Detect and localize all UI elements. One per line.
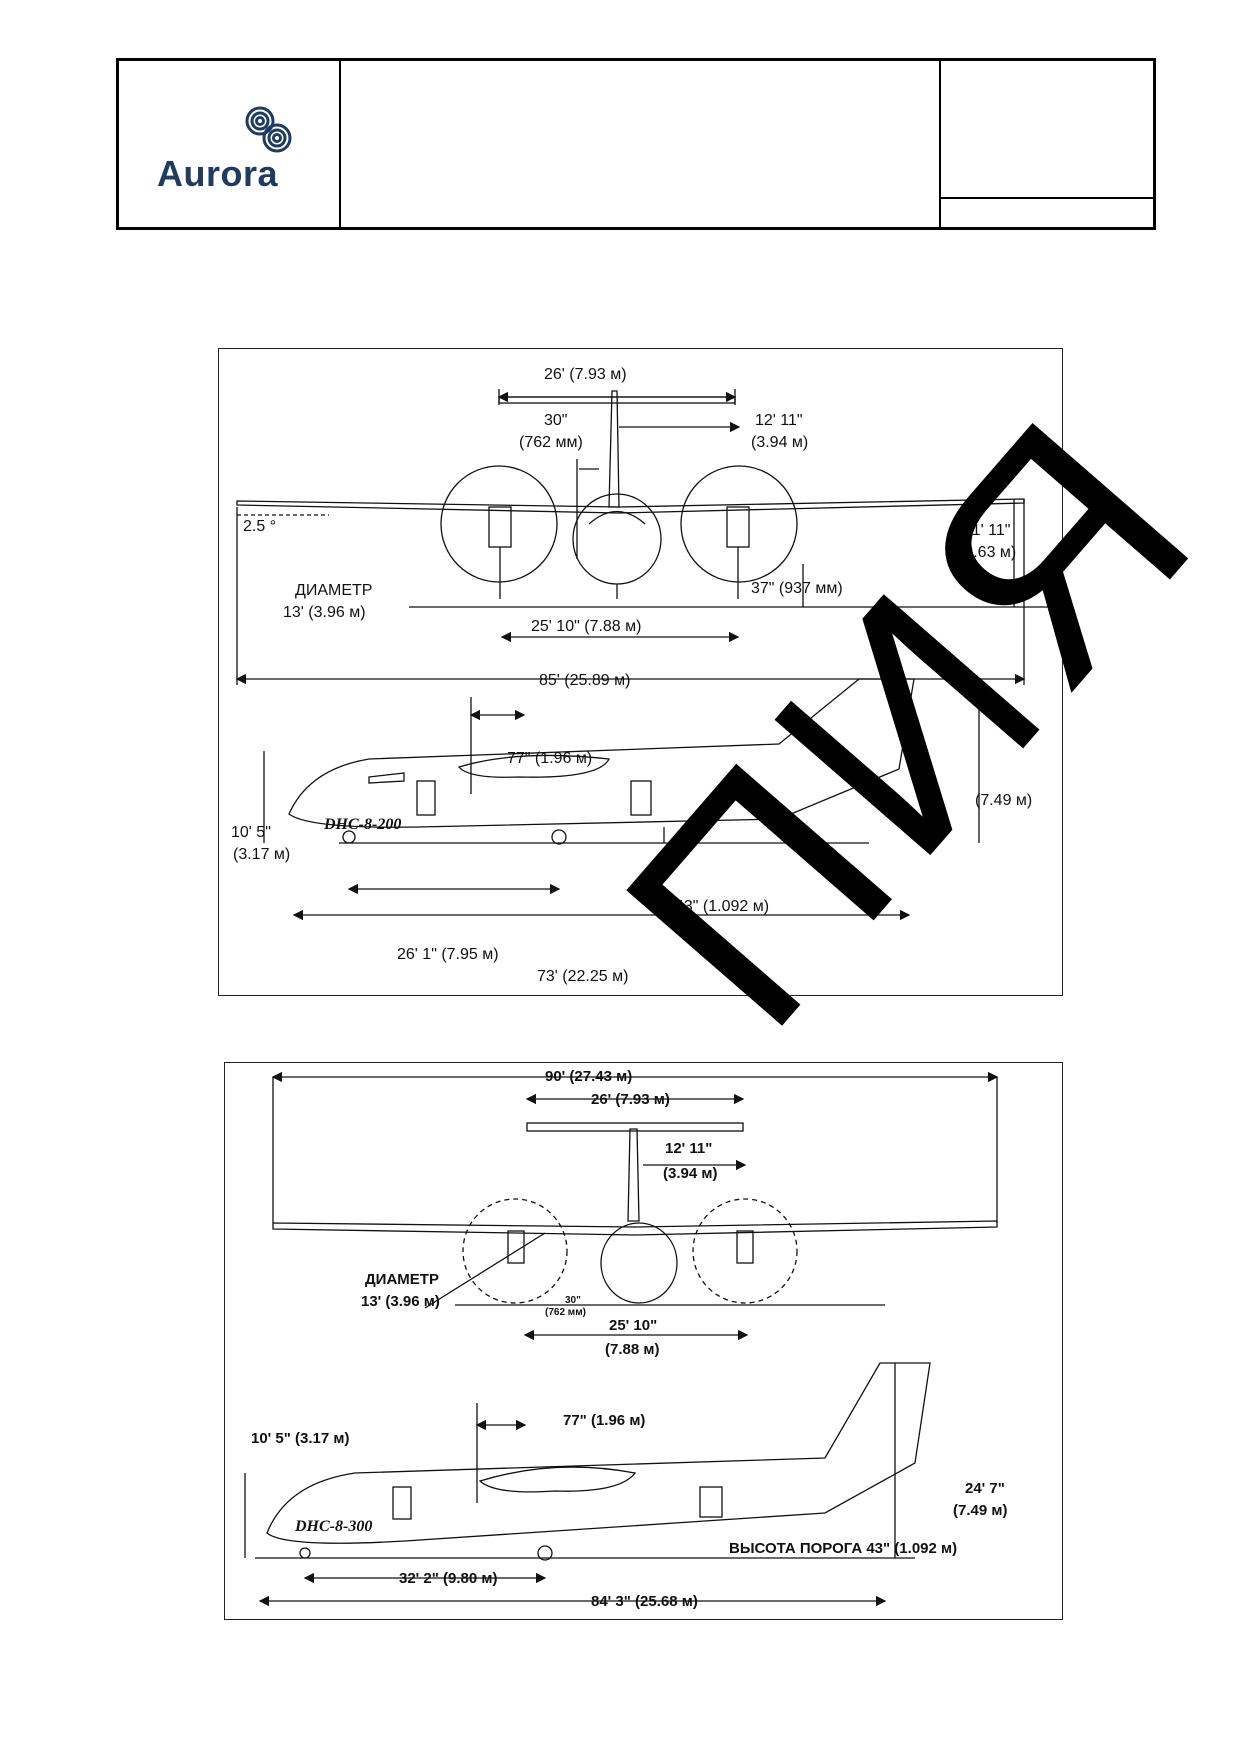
dim2-overall-height-m: (7.49 м) (953, 1502, 1007, 1519)
header-title-cell (341, 61, 941, 227)
document-header: Aurora (116, 58, 1156, 230)
dim2-sill: ВЫСОТА ПОРОГА 43" (1.092 м) (729, 1540, 957, 1557)
diagram-dhc-8-300: DHC-8-300 90' (27.43 м) 26' (7.93 м) 12'… (224, 1062, 1063, 1620)
diagram-dhc-8-200: DHC-8-200 26' (7.93 м) 30" (762 мм) 12' … (218, 348, 1063, 996)
dim2-prop-fwd: 77" (1.96 м) (563, 1412, 645, 1429)
dim2-length: 84' 3" (25.68 м) (591, 1593, 698, 1610)
header-right-cell (941, 61, 1153, 227)
logo-text: Aurora (157, 153, 279, 194)
dim-tail-height-m: (3.94 м) (751, 434, 808, 451)
dim-wheelbase: 26' 1" (7.95 м) (397, 946, 499, 963)
dim2-track-m: (7.88 м) (605, 1341, 659, 1358)
dim-tail-span: 26' (7.93 м) (544, 366, 627, 383)
dim2-span: 90' (27.43 м) (545, 1068, 632, 1085)
dim-wing-height-m: (3.63 м) (959, 544, 1016, 561)
dim-diameter: ДИАМЕТР (295, 582, 372, 599)
header-right-rule (941, 197, 1153, 199)
dim-overall-height: (7.49 м) (975, 792, 1032, 809)
dhc-8-300-drawing: DHC-8-300 90' (27.43 м) 26' (7.93 м) 12'… (244, 1068, 1007, 1610)
dim-wing-height: 11' 11" (964, 522, 1010, 539)
dim-fus-height: 10' 5" (231, 824, 271, 841)
dim2-prop-clear-mm: (762 мм) (545, 1307, 586, 1318)
dim2-diameter-val: 13' (3.96 м) (361, 1293, 440, 1310)
dim2-track: 25' 10" (609, 1317, 657, 1334)
dim2-wheelbase: 32' 2" (9.80 м) (399, 1570, 498, 1587)
dim2-overall-height: 24' 7" (965, 1480, 1005, 1497)
dim2-tail-height: 12' 11" (665, 1140, 712, 1157)
dim2-tail-height-m: (3.94 м) (663, 1165, 717, 1182)
logo-cell: Aurora (119, 61, 341, 227)
dim-ground-clear: 37" (937 мм) (751, 580, 843, 597)
dim-diameter-val: 13' (3.96 м) (283, 604, 366, 621)
model-label-200: DHC-8-200 (323, 816, 401, 833)
dim-prop-fwd: 77" (1.96 м) (507, 750, 592, 767)
dim-track: 25' 10" (7.88 м) (531, 618, 641, 635)
dhc-8-200-drawing: DHC-8-200 26' (7.93 м) 30" (762 мм) 12' … (231, 366, 1049, 985)
dim-dihedral: 2.5 ° (243, 518, 276, 535)
dim-prop-clear-in: 30" (544, 412, 567, 429)
dim2-fus-height: 10' 5" (3.17 м) (251, 1430, 350, 1447)
dim-tail-height: 12' 11" (755, 412, 803, 429)
dim2-tail-span: 26' (7.93 м) (591, 1091, 670, 1108)
dim2-diameter: ДИАМЕТР (365, 1271, 439, 1288)
dim-prop-clear-mm: (762 мм) (519, 434, 583, 451)
dim-sill: 43" (1.092 м) (675, 898, 769, 915)
aurora-logo-icon (245, 106, 292, 153)
dim-span: 85' (25.89 м) (539, 672, 630, 689)
dim-fus-height-m: (3.17 м) (233, 846, 290, 863)
dim-length: 73' (22.25 м) (537, 968, 628, 985)
model-label-300: DHC-8-300 (294, 1518, 372, 1535)
dim2-prop-clear-in: 30" (565, 1295, 581, 1306)
